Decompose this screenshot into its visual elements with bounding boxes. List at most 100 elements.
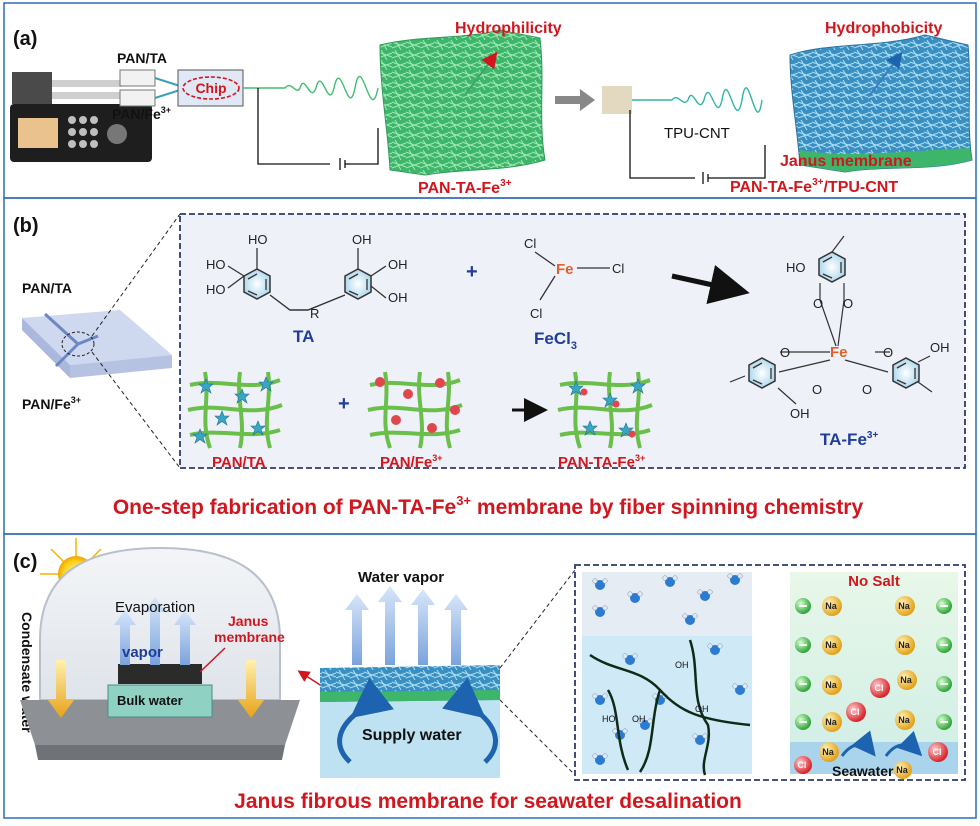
circuit-1 (257, 88, 379, 170)
fecl3-label: FeCl3 (534, 329, 577, 352)
fiber-lines (589, 639, 751, 776)
zoom-line-c-bottom (499, 699, 576, 776)
seawater-curve-2 (884, 730, 923, 757)
bulk-water-label: Bulk water (117, 693, 183, 708)
fiber-zone (582, 636, 752, 774)
spinning-jet-2 (632, 87, 763, 113)
complex-oh-2: OH (790, 406, 810, 421)
complex-o-6: O (862, 382, 872, 397)
spinning-jet-1 (242, 75, 379, 101)
panel-c-caption: Janus fibrous membrane for seawater desa… (234, 790, 742, 813)
na-10: Na (896, 765, 908, 775)
vapor-label: vapor (122, 644, 163, 661)
hydrophobicity-label: Hydrophobicity (825, 20, 942, 37)
fecl3-cl-2: Cl (612, 261, 624, 276)
chip-ellipse (182, 76, 240, 100)
membrane-janus-bottom (800, 148, 972, 172)
membrane-green (379, 29, 546, 176)
oh-label-2: OH (695, 704, 709, 714)
na-3: Na (825, 640, 837, 650)
pan-ta-label: PAN/TA (212, 454, 266, 471)
ion-neg-spheres (795, 598, 952, 730)
ta-oh-3: HO (206, 282, 226, 297)
membrane2-label: PAN-TA-Fe3+/TPU-CNT (730, 177, 898, 196)
fecl3-fe: Fe (556, 261, 574, 278)
cl-ions (794, 678, 948, 774)
ta-r: R (310, 306, 319, 321)
complex-o-1: O (813, 296, 823, 311)
oh-label-3: OH (632, 714, 646, 724)
panel-a-tag: (a) (13, 28, 37, 50)
microfluidic-chip (22, 310, 172, 378)
seawater-label: Seawater (832, 763, 894, 779)
water-vapor-label: Water vapor (358, 569, 444, 586)
ta-label: TA (293, 327, 314, 346)
syringe-top-label: PAN/TA (117, 50, 167, 66)
janus-pointer (199, 647, 226, 673)
panel-c-tag: (c) (13, 551, 37, 573)
chip-top-label: PAN/TA (22, 280, 72, 296)
stars-pan-ta-fe (568, 378, 646, 438)
syringe-bottom-label: PAN/Fe3+ (112, 105, 171, 122)
plus-1: + (466, 261, 478, 283)
hydrophilicity-label: Hydrophilicity (455, 20, 562, 37)
panel-b-tag: (b) (13, 215, 39, 237)
cl-2: Cl (851, 707, 860, 717)
hydrophobicity-arrow (869, 51, 903, 96)
na-ions (819, 596, 917, 779)
na-9: Na (822, 747, 834, 757)
ta-fe-label: TA-Fe3+ (820, 430, 878, 449)
process-arrow (555, 89, 595, 111)
chip-box (177, 69, 244, 107)
ta-oh-4: OH (352, 232, 372, 247)
supply-water-label: Supply water (362, 727, 462, 744)
ta-oh-5: OH (388, 257, 408, 272)
plus-2: + (338, 393, 350, 415)
complex-oh-1: OH (930, 340, 950, 355)
fecl3-cl-1: Cl (524, 236, 536, 251)
ho-label-1: HO (602, 714, 616, 724)
evaporation-label: Evaporation (115, 599, 195, 616)
na-4: Na (898, 640, 910, 650)
complex-o-3: O (780, 345, 790, 360)
na-7: Na (825, 717, 837, 727)
circuit-2 (629, 110, 766, 184)
condensate-arrows (48, 660, 264, 718)
supply-arrow-right (442, 677, 498, 764)
pan-fe-label: PAN/Fe3+ (380, 453, 443, 471)
ta-oh-2: HO (206, 257, 226, 272)
syringe-pump (10, 69, 181, 162)
supply-arrow-left (337, 677, 394, 764)
no-salt-label: No Salt (848, 573, 900, 590)
complex-ho: HO (786, 260, 806, 275)
cl-3: Cl (798, 760, 807, 770)
complex-fe: Fe (830, 344, 848, 361)
complex-o-2: O (843, 296, 853, 311)
fecl3-cl-3: Cl (530, 306, 542, 321)
frame-c (3, 533, 977, 819)
janus-line2: membrane (214, 629, 285, 645)
panel-b-caption: One-step fabrication of PAN-TA-Fe3+ memb… (113, 493, 864, 519)
zoom-line-c-top (499, 569, 576, 669)
seawater-curve-1 (840, 730, 876, 757)
ta-oh-1: HO (248, 232, 268, 247)
chip-label: Chip (195, 80, 226, 96)
na-6: Na (900, 675, 912, 685)
collector-square (602, 86, 632, 114)
tpu-label: TPU-CNT (664, 125, 730, 142)
fecl3-bonds (534, 251, 610, 301)
ta-molecule (227, 248, 387, 311)
cl-4: Cl (933, 747, 942, 757)
zoom-line-top (91, 213, 181, 337)
membrane1-label: PAN-TA-Fe3+ (418, 178, 512, 197)
janus-membrane-label: Janus membrane (780, 153, 912, 170)
complex-o-4: O (883, 345, 893, 360)
na-5: Na (825, 680, 837, 690)
ta-oh-6: OH (388, 290, 408, 305)
na-2: Na (898, 601, 910, 611)
reaction-arrow-1 (671, 265, 750, 305)
hydrophilicity-arrow (464, 51, 498, 96)
dots-pan-fe (375, 377, 460, 433)
zoom-line-bottom (91, 351, 181, 469)
